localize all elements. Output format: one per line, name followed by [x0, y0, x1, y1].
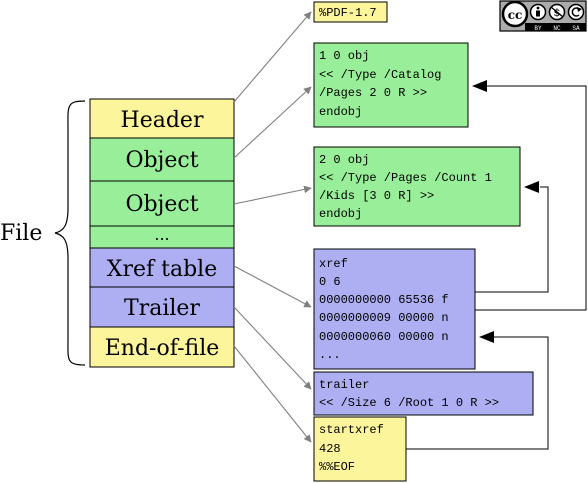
header-code-line: %PDF-1.7	[319, 6, 377, 20]
license-tag-sa: SA	[572, 25, 580, 32]
xref-code-box	[313, 248, 476, 370]
startxref-to-xref-arrow	[406, 336, 549, 450]
structure-eof-cell	[89, 326, 235, 368]
svg-text:$: $	[554, 8, 561, 19]
trailer-code-box	[313, 371, 534, 416]
object1-mapping-arrow	[233, 86, 312, 159]
xref-to-object2-arrowhead	[524, 181, 539, 193]
file-brace	[54, 100, 86, 366]
license-tag-nc: NC	[553, 25, 561, 32]
object2-code-line: 2 0 obj	[319, 153, 369, 167]
header-mapping-arrow	[233, 11, 312, 103]
xref-code-line: xref	[319, 257, 348, 271]
cc-icon: cc	[501, 0, 529, 28]
structure-eof-label: End-of-file	[105, 336, 220, 361]
svg-text:cc: cc	[508, 8, 523, 22]
xref-to-object2-arrow	[475, 186, 549, 293]
xref-code-line: ...	[319, 348, 341, 362]
sa-icon	[567, 3, 585, 21]
xref-code-line: 0000000009 00000 n	[319, 311, 449, 325]
object2-mapping-arrow	[233, 185, 312, 205]
object1-code-box	[313, 42, 469, 128]
object2-code-line: /Kids [3 0 R] >>	[319, 189, 434, 203]
header-code-box	[313, 1, 388, 23]
object1-code-line: /Pages 2 0 R >>	[319, 86, 427, 100]
structure-ellipsis-label: ...	[154, 225, 169, 244]
trailer-code-line: trailer	[319, 378, 369, 392]
license-badge: cc $ BY NC SA	[499, 0, 587, 32]
eof-code-line: %%EOF	[319, 460, 355, 474]
trailer-code-line: << /Size 6 /Root 1 0 R >>	[319, 396, 499, 410]
nc-icon: $	[548, 3, 566, 21]
structure-column: Header Object Object ... Xref table Trai…	[89, 98, 235, 368]
eof-code-box	[313, 416, 407, 482]
trailer-mapping-arrow	[233, 306, 312, 390]
object1-code-line: endobj	[319, 105, 362, 119]
startxref-to-xref-arrowhead	[479, 331, 494, 343]
reference-arrows	[406, 80, 587, 450]
object2-code-box	[313, 146, 521, 227]
xref-to-object1-arrowhead	[472, 80, 487, 92]
eof-code-line: 428	[319, 442, 341, 456]
eof-code-line: startxref	[319, 423, 384, 437]
structure-xref-label: Xref table	[107, 257, 217, 282]
structure-header-cell	[89, 98, 235, 139]
object1-code-line: << /Type /Catalog	[319, 68, 441, 82]
structure-header-label: Header	[121, 108, 204, 133]
eof-mapping-arrow	[233, 345, 312, 443]
structure-object-cell	[89, 180, 235, 227]
file-label: File	[0, 221, 42, 246]
xref-mapping-arrow	[233, 265, 312, 308]
object2-code-line: << /Type /Pages /Count 1	[319, 171, 492, 185]
by-icon	[529, 3, 547, 21]
xref-code-line: 0 6	[319, 275, 341, 289]
structure-object-cell	[89, 137, 235, 182]
code-boxes: %PDF-1.7 1 0 obj << /Type /Catalog /Page…	[313, 1, 534, 482]
object1-code-line: 1 0 obj	[319, 49, 369, 63]
xref-code-line: 0000000000 65536 f	[319, 293, 449, 307]
license-badge-strip	[525, 23, 586, 31]
object2-code-line: endobj	[319, 207, 362, 221]
structure-object-label: Object	[125, 192, 198, 217]
xref-to-object1-arrow	[475, 85, 587, 311]
license-tag-by: BY	[534, 25, 542, 32]
mapping-arrows	[233, 11, 312, 443]
xref-code-line: 0000000060 00000 n	[319, 330, 449, 344]
structure-trailer-label: Trailer	[124, 296, 200, 321]
structure-object-label: Object	[125, 148, 198, 173]
